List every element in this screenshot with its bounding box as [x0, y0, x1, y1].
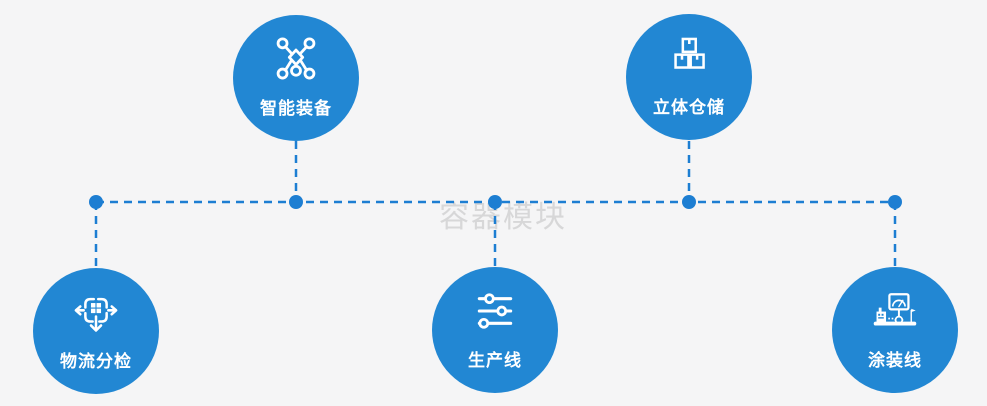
network-nodes-icon: [276, 37, 316, 80]
junction-dot: [89, 195, 103, 209]
node-coating-line: 涂装线: [832, 267, 958, 393]
node-logistics-sorting: 物流分检: [33, 268, 159, 394]
node-label: 智能装备: [260, 99, 332, 119]
watermark-text: 容器模块: [439, 200, 567, 235]
junction-dot: [488, 195, 502, 209]
node-label: 物流分检: [60, 352, 132, 372]
node-intelligent-equipment: 智能装备: [233, 15, 359, 141]
sorting-arrows-icon: [74, 297, 118, 332]
node-label: 生产线: [468, 351, 522, 371]
node-label: 立体仓储: [653, 98, 725, 118]
junction-dot: [682, 195, 696, 209]
junction-dot: [888, 195, 902, 209]
sliders-icon: [477, 293, 513, 329]
workstation-icon: [873, 293, 917, 326]
stacked-boxes-icon: [674, 37, 705, 69]
node-stereoscopic-warehouse: 立体仓储: [626, 14, 752, 140]
node-label: 涂装线: [868, 351, 922, 371]
junction-dot: [289, 195, 303, 209]
node-production-line: 生产线: [432, 267, 558, 393]
